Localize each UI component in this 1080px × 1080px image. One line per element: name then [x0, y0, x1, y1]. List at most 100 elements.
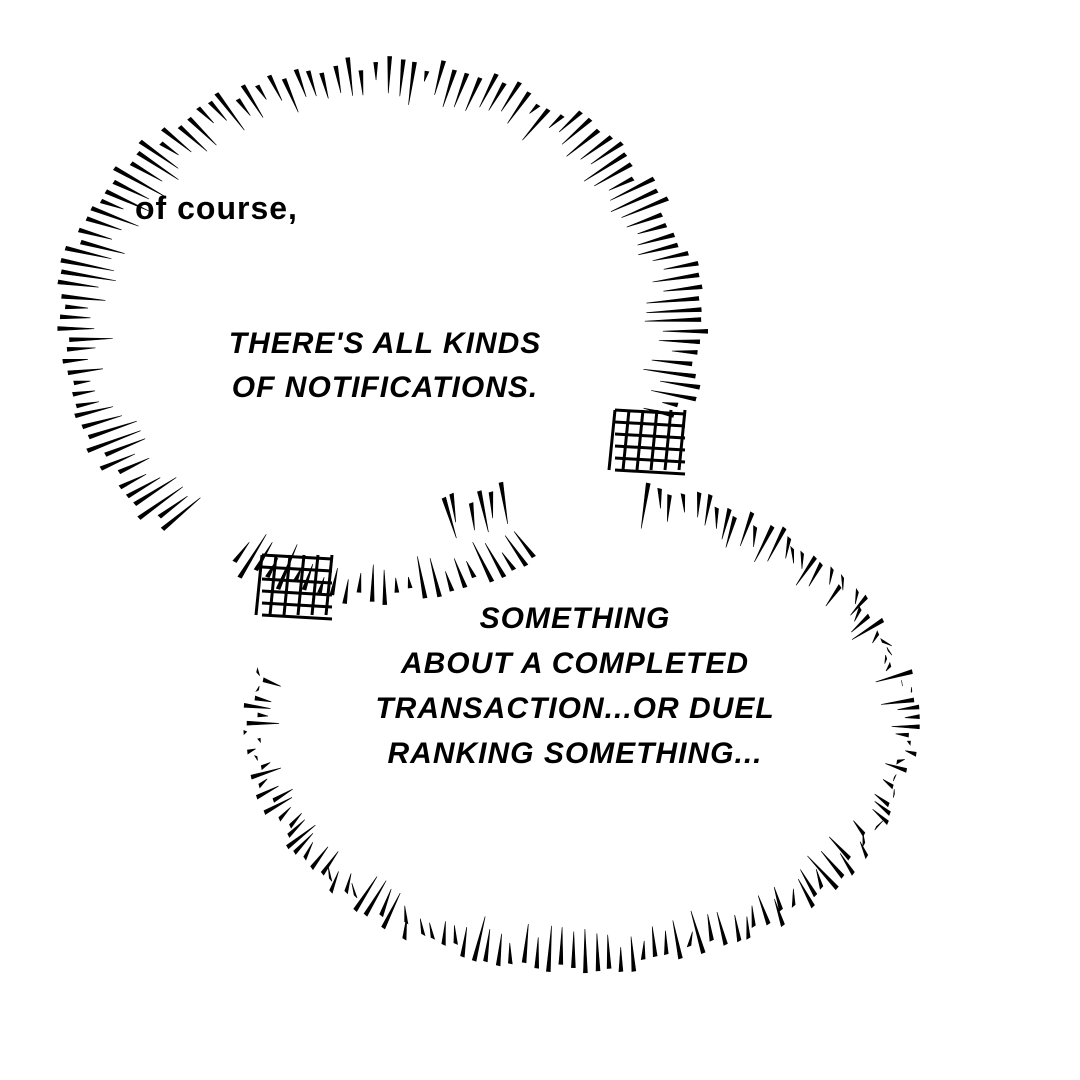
speed-line	[266, 74, 283, 101]
speed-line	[501, 552, 517, 571]
speed-line	[434, 60, 446, 96]
speed-line	[646, 296, 700, 304]
speed-line	[910, 687, 913, 693]
speed-line	[417, 556, 428, 599]
speed-line	[429, 558, 442, 598]
speed-line	[477, 490, 489, 533]
speed-line	[548, 114, 565, 129]
speed-line	[829, 566, 834, 585]
speed-line	[500, 81, 522, 112]
speed-line	[606, 934, 612, 969]
speed-line	[874, 801, 891, 816]
speed-line	[423, 70, 430, 82]
speed-line	[72, 390, 96, 397]
speed-line	[255, 785, 279, 800]
speed-line	[590, 141, 624, 165]
speed-line	[667, 494, 672, 522]
speed-line	[278, 807, 291, 822]
speed-line	[893, 789, 895, 798]
speed-line	[445, 571, 455, 592]
speed-line	[353, 876, 378, 912]
speed-line	[521, 923, 529, 964]
speed-line	[87, 420, 137, 440]
bubble2-line: RANKING SOMETHING...	[387, 737, 763, 770]
speed-line	[637, 223, 668, 235]
speed-line	[77, 227, 113, 240]
speed-line	[904, 714, 920, 719]
speed-line	[250, 767, 281, 780]
speed-line	[671, 350, 698, 355]
speed-line	[895, 732, 909, 738]
speed-line	[498, 481, 508, 525]
speed-line	[808, 561, 823, 587]
speed-line	[610, 188, 659, 212]
speed-line	[67, 368, 103, 376]
speed-line	[618, 947, 624, 973]
speed-line	[196, 106, 214, 124]
speed-line	[862, 832, 866, 848]
speed-line	[885, 763, 908, 773]
speed-line	[235, 98, 251, 116]
speed-line	[839, 853, 855, 876]
speed-line	[272, 788, 293, 803]
speed-line	[880, 697, 915, 705]
speed-line	[610, 176, 656, 201]
speed-line	[580, 135, 613, 160]
speed-line	[504, 535, 529, 567]
speed-line	[513, 531, 536, 559]
speed-line	[59, 314, 91, 320]
speed-line	[363, 880, 387, 917]
speed-line	[379, 888, 392, 918]
speed-line	[697, 491, 702, 518]
speed-line	[79, 239, 125, 254]
speed-line	[329, 871, 339, 894]
speed-line	[859, 841, 869, 860]
speed-line	[571, 931, 576, 968]
speed-line	[246, 720, 280, 726]
speed-line	[854, 605, 862, 622]
speed-line	[138, 139, 179, 169]
speed-line	[260, 762, 271, 771]
speed-line	[243, 729, 248, 736]
speed-line	[319, 72, 329, 99]
speed-line	[356, 572, 362, 593]
speed-line	[303, 842, 314, 861]
speed-line	[851, 617, 885, 640]
speed-line	[621, 196, 669, 218]
speed-line	[484, 542, 507, 578]
speed-line	[75, 401, 99, 409]
speed-line	[657, 487, 662, 509]
bubble1-line: THERE'S ALL KINDS	[228, 327, 542, 360]
speed-line	[310, 846, 329, 871]
speed-line	[872, 630, 880, 644]
speed-line	[214, 92, 245, 131]
speed-line	[566, 128, 601, 157]
speed-line	[790, 545, 795, 564]
speed-line	[652, 250, 689, 262]
crosshatch-connectors	[254, 408, 687, 621]
speed-line	[522, 108, 551, 141]
speed-line	[479, 73, 499, 108]
speed-line	[640, 940, 646, 960]
speed-line	[104, 438, 146, 457]
bubble2-text: SOMETHING ABOUT A COMPLETED TRANSACTION.…	[345, 596, 805, 776]
speed-line	[240, 84, 264, 118]
speed-line	[65, 304, 89, 310]
speed-line	[449, 492, 457, 523]
speed-line	[507, 91, 532, 124]
speed-line	[880, 637, 892, 647]
speed-line	[651, 926, 658, 958]
speed-line	[594, 162, 633, 187]
bubble2-line: SOMETHING	[479, 602, 671, 635]
speed-line	[317, 577, 325, 594]
speed-line	[125, 477, 161, 499]
speed-line	[256, 667, 260, 676]
speed-line	[255, 84, 267, 100]
speed-line	[293, 68, 307, 97]
speed-line	[558, 110, 583, 133]
speed-line	[74, 406, 114, 419]
thought-bubble-2-speedlines	[243, 481, 920, 974]
speed-line	[453, 925, 458, 945]
speed-line	[407, 576, 413, 589]
